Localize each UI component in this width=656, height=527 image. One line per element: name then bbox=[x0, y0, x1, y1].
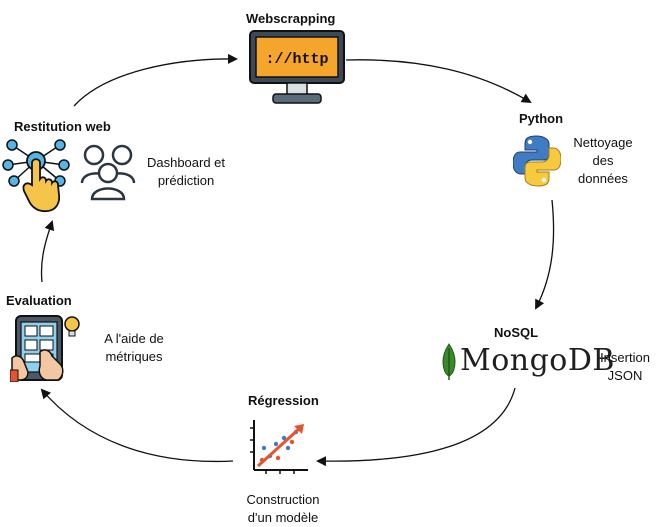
evaluation-desc-line-2: métriques bbox=[105, 349, 163, 364]
mongodb-logo-mark: . bbox=[579, 362, 582, 372]
restitution-desc-line-1: Dashboard et bbox=[146, 155, 226, 170]
arrow-restitution-to-webscrapping bbox=[73, 53, 238, 107]
tablet-hand-icon bbox=[9, 312, 82, 383]
regression-description: Construction d'un modèle bbox=[236, 491, 330, 527]
evaluation-desc-line-1: A l'aide de bbox=[104, 331, 164, 346]
mongodb-logo-text: MongoDB bbox=[460, 343, 615, 378]
regression-title: Régression bbox=[248, 393, 319, 408]
regression-desc-line-2: d'un modèle bbox=[247, 510, 319, 525]
restitution-description: Dashboard et prédiction bbox=[142, 154, 230, 190]
python-title: Python bbox=[519, 111, 564, 126]
monitor-screen-text: ://http bbox=[265, 51, 328, 68]
arrow-webscrapping-to-python bbox=[345, 59, 532, 104]
users-icon bbox=[80, 143, 136, 201]
arrow-evaluation-to-restitution bbox=[40, 220, 55, 283]
network-hand-icon bbox=[2, 137, 72, 213]
arrow-regression-to-evaluation bbox=[40, 388, 234, 463]
regression-desc-line-1: Construction bbox=[246, 492, 320, 507]
arrow-nosql-to-regression bbox=[316, 387, 516, 467]
webscrapping-title: Webscrapping bbox=[246, 11, 336, 26]
nosql-desc-line-1: Insertion bbox=[600, 350, 650, 365]
python-desc-line-1: Nettoyage bbox=[573, 135, 633, 150]
evaluation-title: Evaluation bbox=[6, 293, 72, 308]
regression-chart-icon bbox=[248, 418, 310, 476]
nosql-description: Insertion JSON bbox=[590, 349, 656, 385]
python-desc-line-3: données bbox=[578, 171, 628, 186]
monitor-http-icon: ://http bbox=[249, 30, 345, 106]
nosql-title: NoSQL bbox=[494, 325, 539, 340]
nosql-desc-line-2: JSON bbox=[607, 368, 643, 383]
python-desc-line-2: des bbox=[592, 153, 614, 168]
evaluation-description: A l'aide de métriques bbox=[98, 330, 170, 366]
mongodb-leaf-icon bbox=[440, 343, 458, 381]
python-description: Nettoyage des données bbox=[568, 134, 638, 188]
python-logo-icon bbox=[512, 135, 562, 187]
restitution-title: Restitution web bbox=[14, 119, 111, 134]
restitution-desc-line-2: prédiction bbox=[157, 173, 215, 188]
arrow-python-to-nosql bbox=[535, 199, 555, 310]
